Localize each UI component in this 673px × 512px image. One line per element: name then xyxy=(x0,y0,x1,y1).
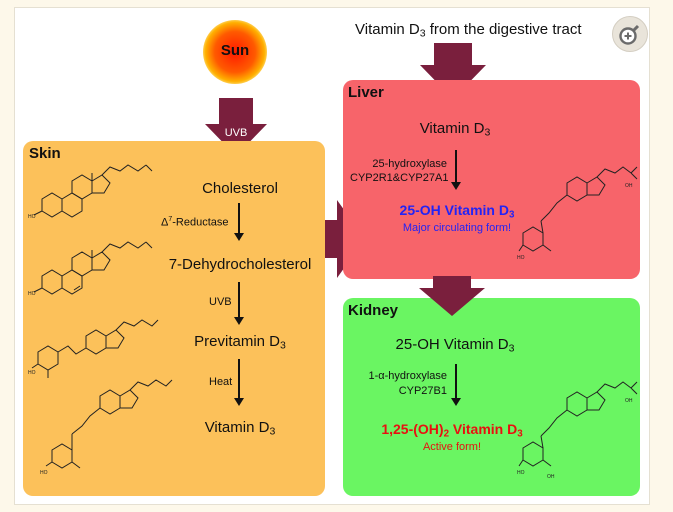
skin-vitamin-d3-structure: HO xyxy=(40,379,173,476)
digestive-down-arrow xyxy=(420,43,486,99)
liver-panel xyxy=(343,80,640,279)
uvb-step-label: UVB xyxy=(209,296,232,308)
zoom-in-icon xyxy=(619,24,640,45)
liver-product-label: 25-OH Vitamin D3 xyxy=(399,202,515,221)
kidney-product-note: Active form! xyxy=(422,441,482,453)
uvb-down-arrow: UVB xyxy=(205,98,267,156)
skin-title: Skin xyxy=(29,145,61,162)
heat-step-label: Heat xyxy=(209,376,233,388)
kidney-enzyme-label: 1-α-hydroxylase xyxy=(368,370,448,382)
kidney-calcitriol-structure: OH HO OH xyxy=(517,381,638,480)
zoom-button[interactable] xyxy=(612,16,648,52)
skin-vitamin-d3-label: Vitamin D3 xyxy=(204,419,276,438)
kidney-title: Kidney xyxy=(348,302,399,319)
liver-input-label: Vitamin D3 xyxy=(419,120,491,139)
cholesterol-structure: HO xyxy=(28,164,153,220)
kidney-input-label: 25-OH Vitamin D3 xyxy=(395,336,515,355)
cholesterol-label: Cholesterol xyxy=(202,180,278,197)
svg-text:HO: HO xyxy=(40,470,48,476)
kidney-enzyme-gene: CYP27B1 xyxy=(398,385,447,397)
sun-label: Sun xyxy=(220,42,250,59)
svg-text:HO: HO xyxy=(28,214,36,220)
sun-icon: Sun xyxy=(203,20,267,84)
dehydrocholesterol-label: 7-Dehydrocholesterol xyxy=(168,256,312,273)
uvb-arrow-label: UVB xyxy=(225,127,248,139)
kidney-step-arrow xyxy=(451,364,461,406)
step-arrow-2 xyxy=(234,282,244,325)
svg-text:HO: HO xyxy=(28,291,36,297)
skin-panel xyxy=(23,141,325,496)
liver-25oh-d3-structure: OH HO xyxy=(517,166,638,261)
reductase-label: Δ7-Reductase xyxy=(161,216,229,229)
kidney-product-label: 1,25-(OH)2 Vitamin D3 xyxy=(381,421,523,440)
previtamin-d3-label: Previtamin D3 xyxy=(194,333,286,352)
svg-text:OH: OH xyxy=(625,398,633,404)
svg-text:HO: HO xyxy=(517,255,525,261)
svg-text:HO: HO xyxy=(517,470,525,476)
step-arrow-3 xyxy=(234,359,244,406)
dehydrocholesterol-structure: HO xyxy=(28,241,153,297)
liver-to-kidney-arrow xyxy=(419,276,485,316)
svg-text:OH: OH xyxy=(547,474,555,480)
liver-enzyme-label: 25-hydroxylase xyxy=(372,158,447,170)
liver-enzyme-genes: CYP2R1&CYP27A1 xyxy=(350,172,449,184)
previtamin-d3-structure: HO xyxy=(28,319,159,378)
svg-text:HO: HO xyxy=(28,370,36,376)
kidney-panel xyxy=(343,298,640,496)
step-arrow-1 xyxy=(234,203,244,241)
liver-product-note: Major circulating form! xyxy=(402,222,512,234)
liver-title: Liver xyxy=(348,84,384,101)
svg-text:OH: OH xyxy=(625,183,633,189)
dietary-source-label: Vitamin D3 from the digestive tract xyxy=(355,21,582,40)
liver-step-arrow xyxy=(451,150,461,190)
